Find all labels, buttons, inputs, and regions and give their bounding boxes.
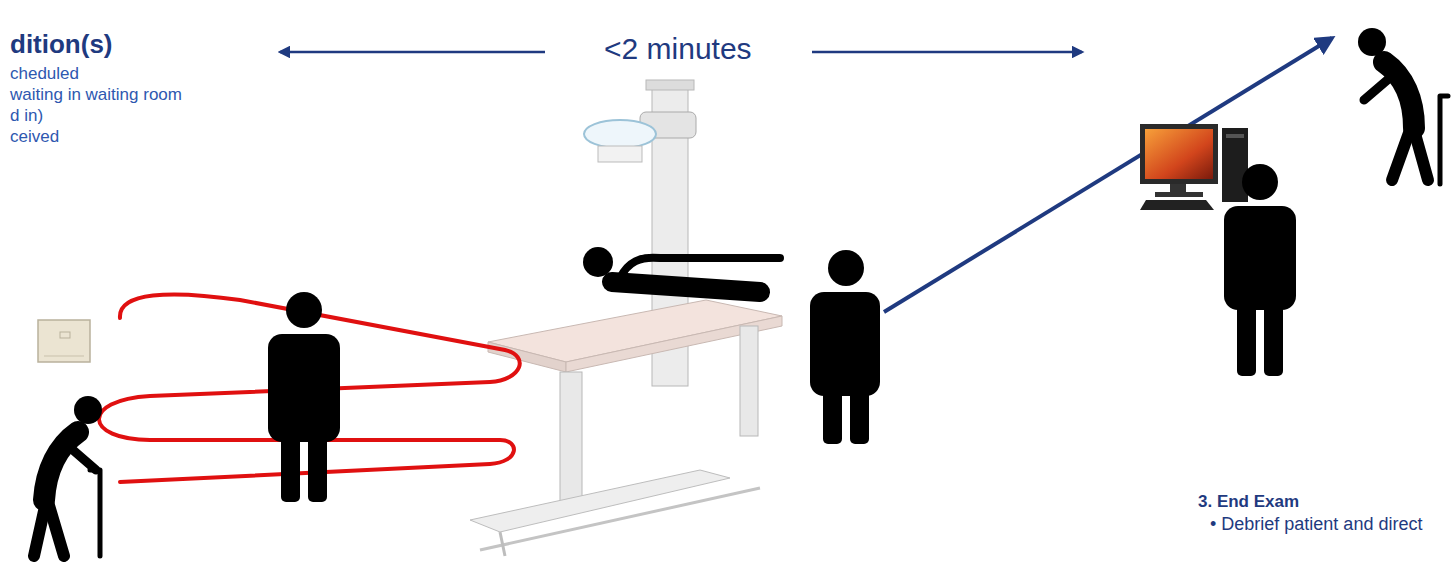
step-item: • Debrief patient and direct (1210, 514, 1422, 535)
computer-workstation (1140, 124, 1248, 210)
duration-label: <2 minutes (604, 32, 752, 67)
operator (1224, 164, 1296, 376)
detector-plate (38, 320, 90, 362)
lying-patient (583, 247, 780, 292)
direction-arrow-line (884, 38, 1332, 312)
condition-item: d in) (10, 106, 43, 126)
xray-table (470, 80, 782, 556)
technologist (810, 250, 880, 444)
condition-item: cheduled (10, 64, 79, 84)
patient-with-cane (1358, 28, 1448, 184)
step-heading: 3. End Exam (1198, 492, 1299, 512)
condition-item: waiting in waiting room (10, 85, 182, 105)
direction-arrow (884, 38, 1332, 312)
condition-item: ceived (10, 127, 59, 147)
technologist (268, 292, 340, 502)
section-heading: dition(s) (10, 30, 113, 60)
patient-with-cane (34, 396, 102, 556)
